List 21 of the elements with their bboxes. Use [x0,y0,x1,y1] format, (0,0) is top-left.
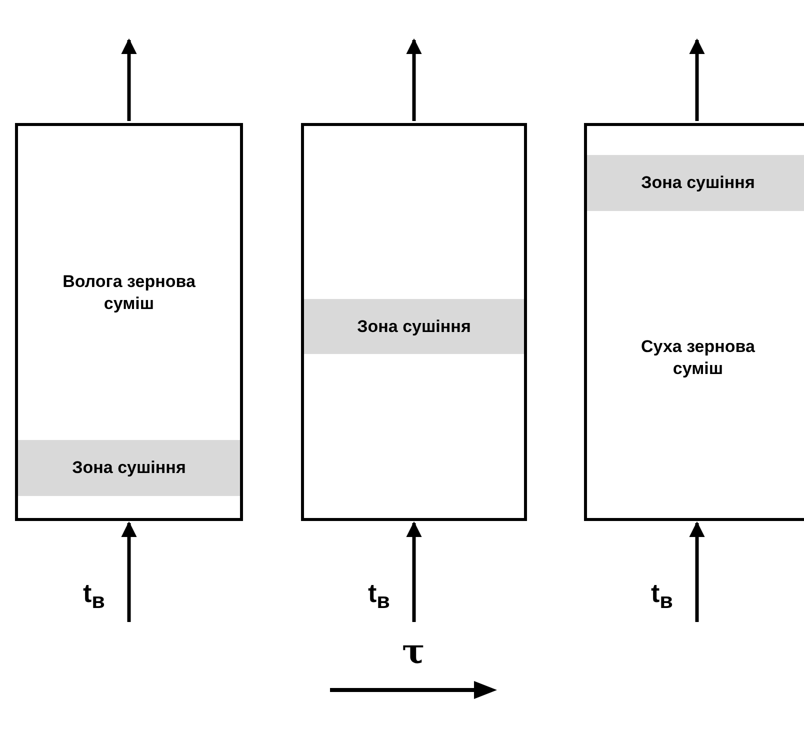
chamber-box [301,123,527,521]
arrow [121,521,137,622]
edge-label: t$_{в}$ [83,578,105,614]
zone-label: Зона сушіння [641,173,755,193]
arrow [406,521,422,622]
drying-zone-band [304,299,524,354]
time-label: τ [402,632,425,672]
arrow [406,38,422,121]
arrow [689,38,705,121]
arrow [689,521,705,622]
mixture-label: Суха зернова суміш [640,336,756,380]
zone-label: Зона сушіння [357,316,471,336]
chamber-box [15,123,243,521]
arrow [121,38,137,121]
edge-label: t$_{в}$ [368,578,390,614]
edge-label: t$_{в}$ [651,578,673,614]
zone-label: Зона сушіння [72,458,186,478]
drying-zone-band [587,155,804,211]
chamber-box [584,123,804,521]
mixture-label: Волога зернова суміш [62,271,196,315]
drying-zone-band [18,440,240,496]
